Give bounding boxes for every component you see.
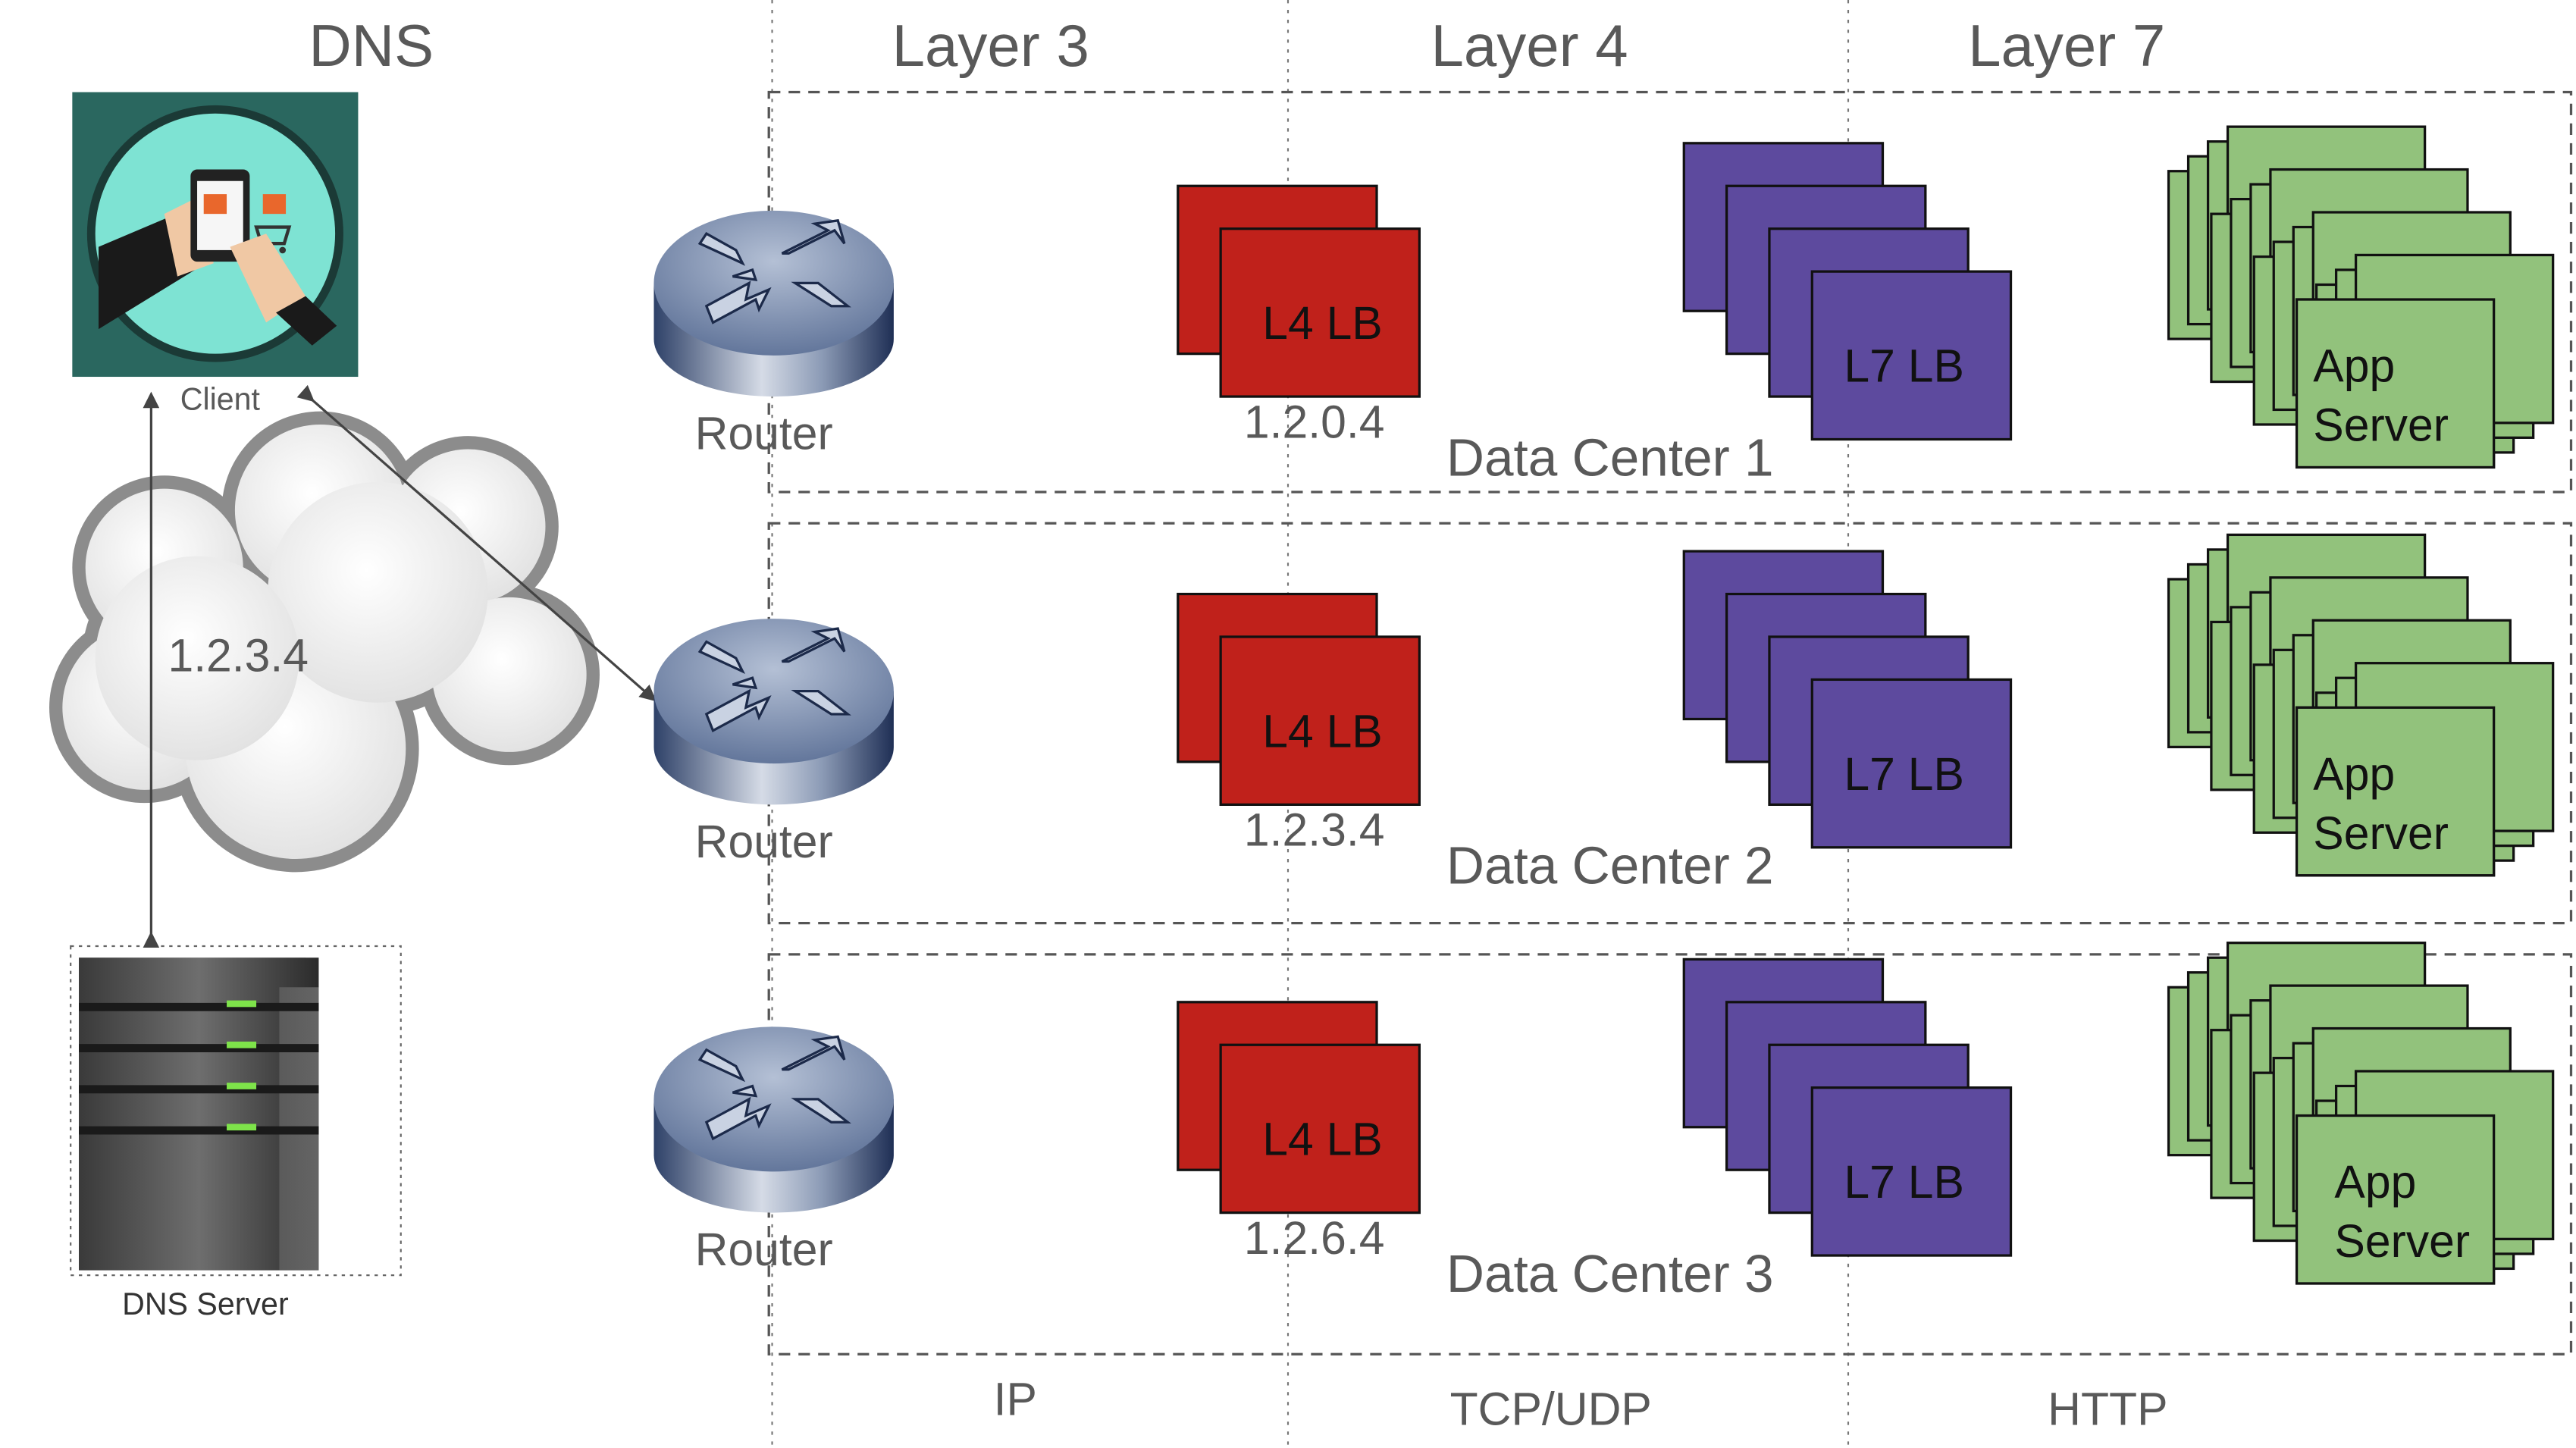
data-center-name: Data Center 2 — [1446, 835, 1774, 895]
app-server-label-line1: App — [2334, 1156, 2416, 1208]
protocol-tcp-udp: TCP/UDP — [1450, 1384, 1652, 1435]
router-icon — [653, 619, 894, 805]
app-server-label-line2: Server — [2334, 1215, 2470, 1267]
l4-lb-box — [1219, 227, 1421, 398]
router-arrow-icon — [697, 1048, 758, 1098]
router-icon — [653, 210, 894, 397]
l4-lb-ip: 1.2.3.4 — [1244, 804, 1385, 856]
header-dns: DNS — [309, 12, 434, 79]
l7-lb-box — [1810, 270, 2013, 441]
header-layer4: Layer 4 — [1431, 12, 1628, 79]
app-server-label-line1: App — [2313, 340, 2395, 392]
protocol-ip: IP — [994, 1374, 1037, 1425]
app-server-front-box — [2295, 706, 2496, 877]
router-label: Router — [695, 1224, 833, 1275]
protocol-http: HTTP — [2048, 1384, 2167, 1435]
l7-lb-label: L7 LB — [1844, 1156, 1964, 1208]
router-arrow-icon — [697, 640, 758, 690]
data-center-name: Data Center 1 — [1446, 428, 1774, 487]
l4-lb-ip: 1.2.6.4 — [1244, 1212, 1385, 1264]
l4-lb-label: L4 LB — [1262, 1114, 1383, 1165]
status-led-icon — [227, 1000, 257, 1008]
app-server-label-line2: Server — [2313, 807, 2449, 859]
shirt-icon — [203, 194, 227, 215]
app-server-label-line1: App — [2313, 748, 2395, 800]
router-label: Router — [695, 816, 833, 867]
app-server-label-line2: Server — [2313, 400, 2449, 451]
dns-server-label: DNS Server — [122, 1287, 289, 1321]
header-layer3: Layer 3 — [892, 12, 1089, 79]
app-server-front-box — [2295, 1114, 2496, 1285]
protocol-labels: IP TCP/UDP HTTP — [994, 1374, 2168, 1435]
l4-lb-box — [1219, 635, 1421, 806]
router-label: Router — [695, 407, 833, 459]
data-center-name: Data Center 3 — [1446, 1244, 1774, 1303]
router-icon — [653, 1026, 894, 1213]
dns-server: DNS Server — [70, 945, 402, 1321]
l4-lb-ip: 1.2.0.4 — [1244, 396, 1385, 447]
l7-lb-label: L7 LB — [1844, 748, 1964, 800]
l7-lb-box — [1810, 1086, 2013, 1257]
l4-lb-box — [1219, 1043, 1421, 1215]
column-headers: DNS Layer 3 Layer 4 Layer 7 — [309, 12, 2165, 79]
connection-arrows — [143, 384, 657, 948]
header-layer7: Layer 7 — [1968, 12, 2165, 79]
dns-server-frame — [70, 945, 402, 1277]
client: Client — [72, 92, 359, 416]
l7-lb-label: L7 LB — [1844, 340, 1964, 392]
client-router-arrow — [296, 384, 657, 702]
router-arrow-icon — [697, 232, 758, 281]
app-server-front-box — [2295, 298, 2496, 469]
l7-lb-box — [1810, 678, 2013, 849]
cloud-ip: 1.2.3.4 — [168, 630, 309, 682]
l4-lb-label: L4 LB — [1262, 705, 1383, 757]
l4-lb-label: L4 LB — [1262, 297, 1383, 349]
client-label: Client — [180, 381, 261, 416]
